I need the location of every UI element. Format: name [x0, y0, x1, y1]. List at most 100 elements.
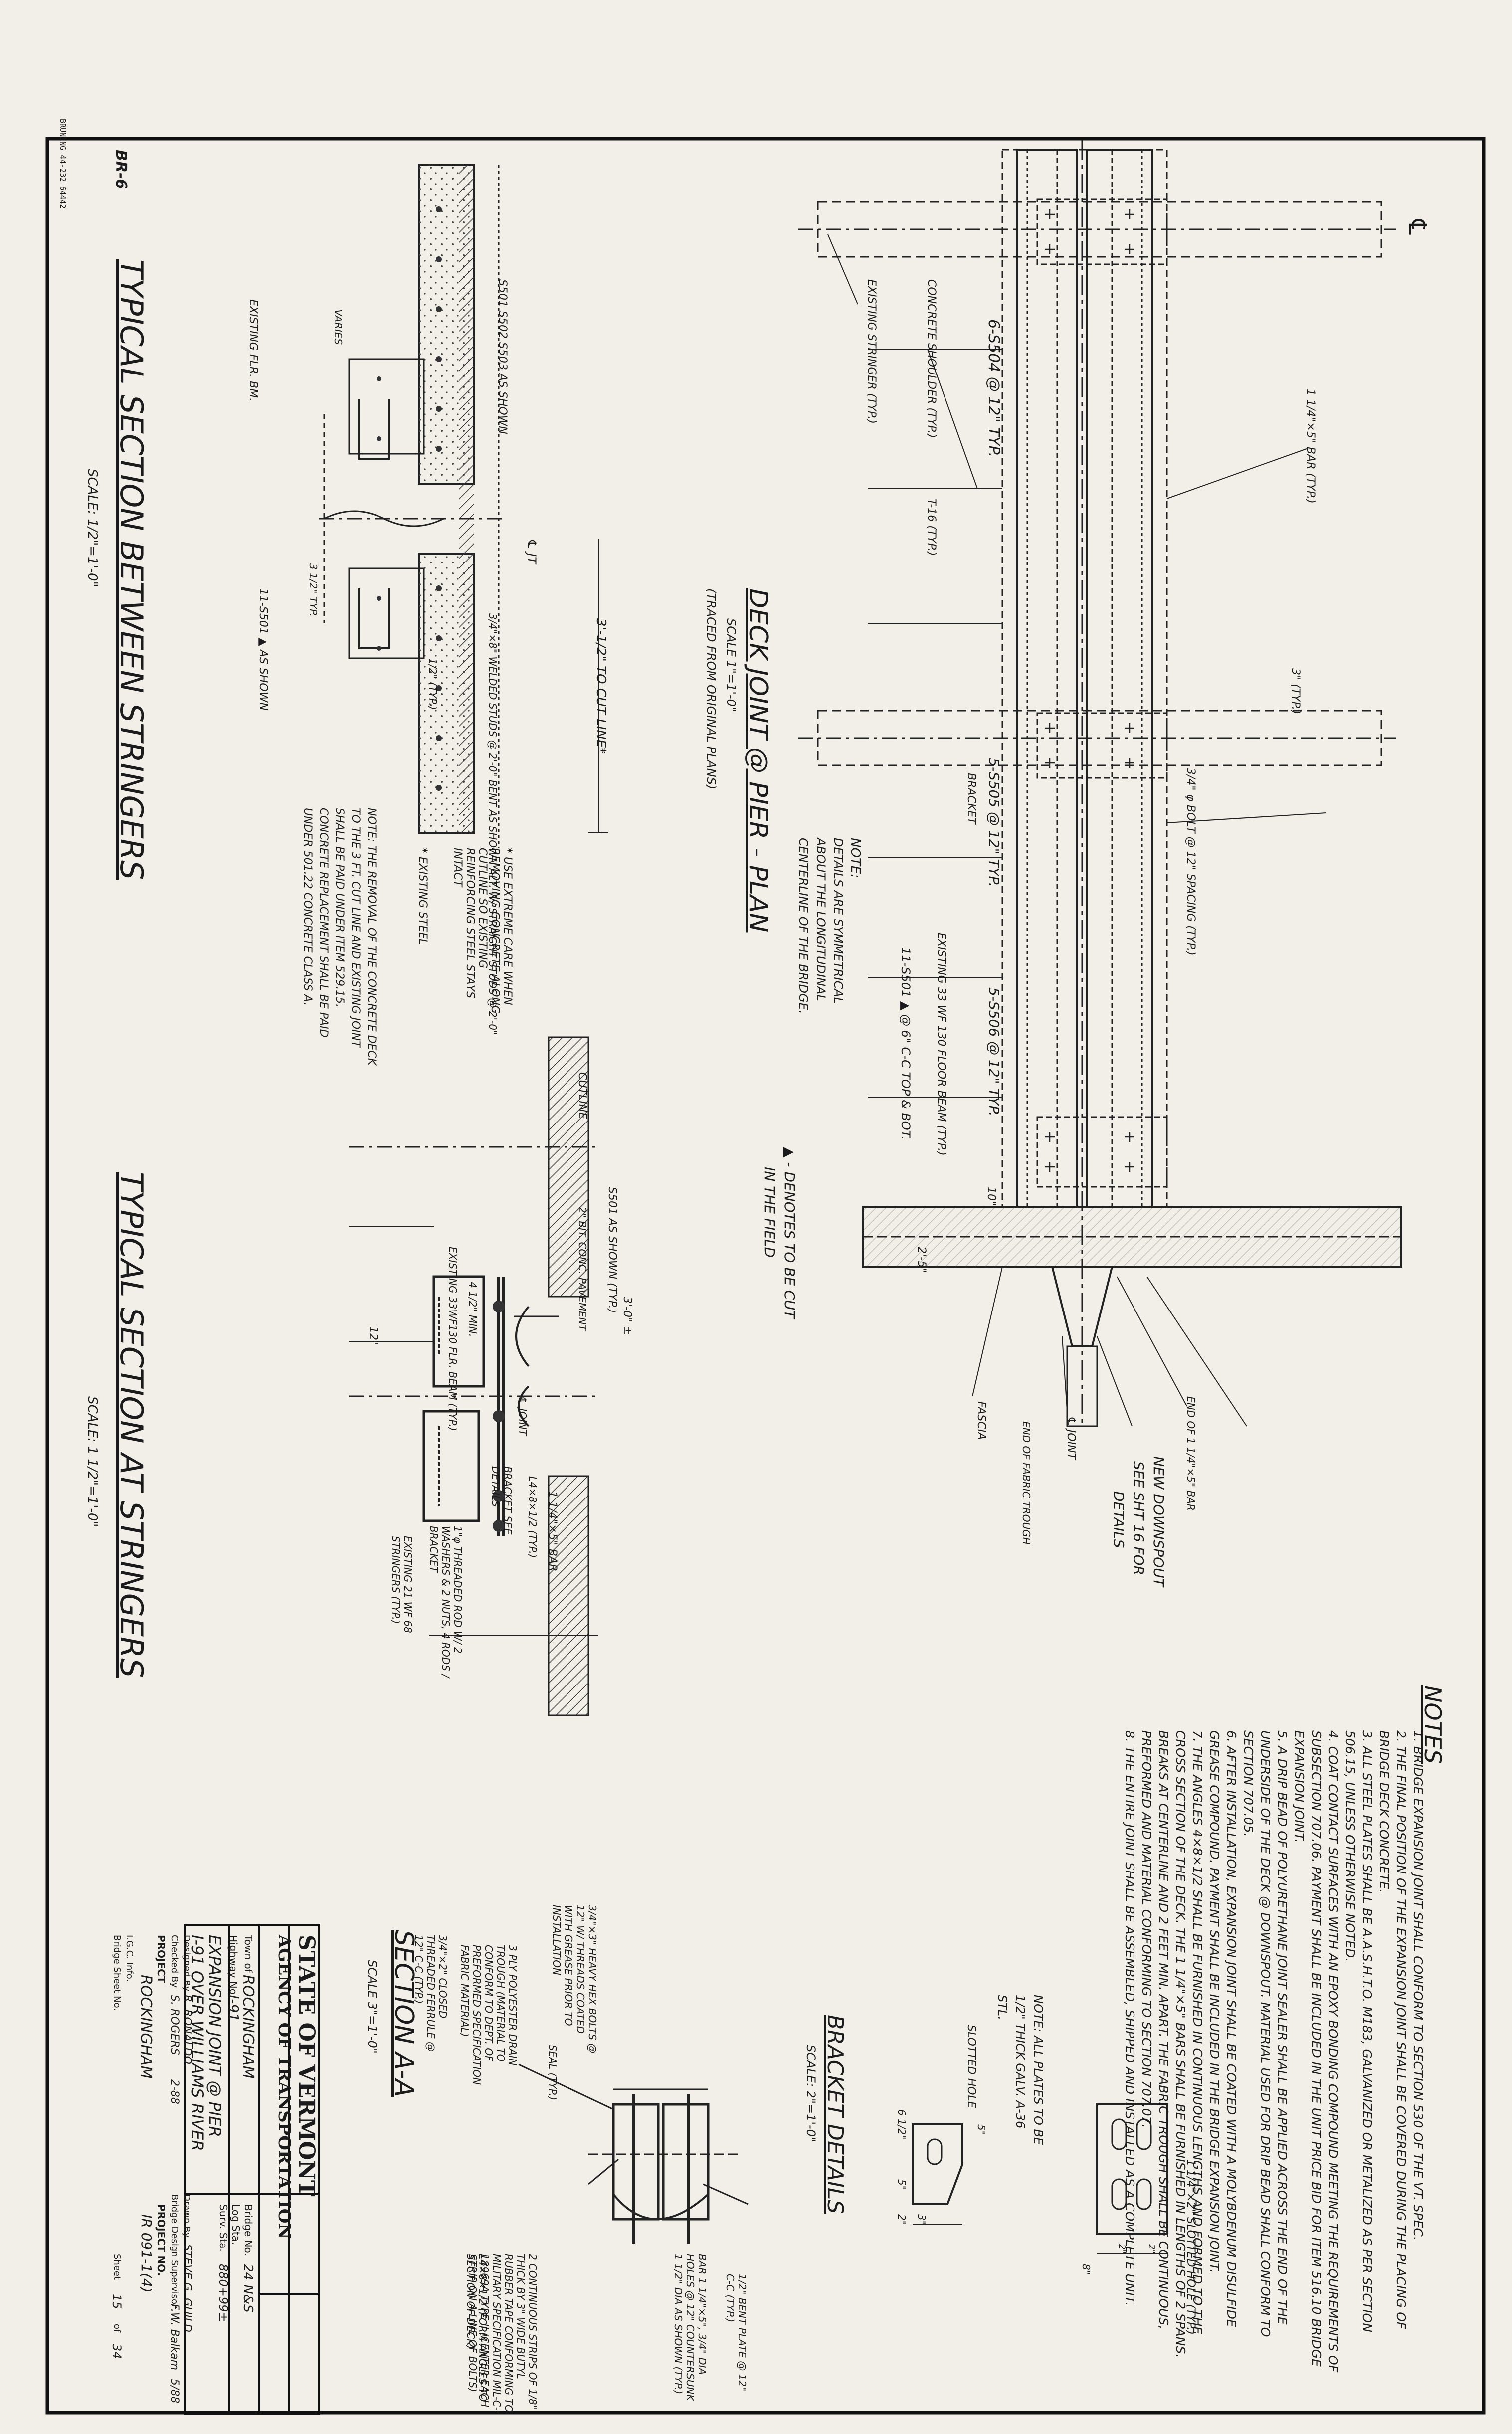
plan-denotes-2: IN THE FIELD	[761, 1167, 778, 1258]
plan-note-3: CENTERLINE OF THE BRIDGE.	[796, 838, 810, 1014]
title-section-between-stringers: TYPICAL SECTION BETWEEN STRINGERS	[113, 259, 150, 880]
label-t16: T-16 (TYP.)	[925, 499, 938, 556]
label-aa-bar: BAR 1 1/4"×5", 3/4" DIA HOLES @ 12" COUN…	[672, 2254, 708, 2401]
tb-project: ROCKINGHAM	[137, 1975, 155, 2079]
label-aa-ferrule: 3/4"×2" CLOSED THREADED FERRULE @ 12" C-…	[413, 1935, 449, 2052]
tb-highway: I-91	[225, 1995, 242, 2022]
label-s504: 6-S504 @ 12" TYP.	[985, 319, 1002, 457]
title-bracket-details: BRACKET DETAILS	[822, 2015, 848, 2214]
label-dim-10: 10"	[985, 1187, 997, 1206]
tb-supervisor: F.W. Balkam	[168, 2304, 181, 2371]
tb-surv: 880+99±	[216, 2264, 230, 2322]
plan-note-1: DETAILS ARE SYMMETRICAL	[831, 838, 845, 1004]
label-s501-left: S501 S502 S503 AS SHOWN	[496, 279, 509, 434]
tb-bridge: 24 N&S	[240, 2264, 255, 2313]
label-aa-bolts: 3/4"×3" HEAVY HEX BOLTS @ 12" W/ THREADS…	[551, 1905, 598, 2054]
tb-sheet-label: Sheet	[112, 2254, 122, 2280]
label-aa-l4x8: L4×8×1/2 (FORM ANGLES TO SECTION OF DECK…	[465, 2254, 489, 2402]
note-3: 3. ALL STEEL PLATES SHALL BE A.A.S.H.T.O…	[1343, 1730, 1374, 2332]
label-dim-3: 3" (TYP.)	[1289, 668, 1302, 715]
note-7: 7. THE ANGLES 4×8×1/2 SHALL BE FURNISHED…	[1139, 1730, 1205, 2358]
sheet-tag: BR-6	[112, 150, 130, 189]
label-existing-stringer-plan: EXISTING STRINGER (TYP.)	[865, 279, 878, 424]
label-s501-plan: 11-S501 ▲ @ 6" C-C TOP & BOT.	[899, 947, 913, 1140]
label-bar-right: 1 1/4"×5" BAR	[546, 1491, 559, 1572]
label-dim-12: 12"	[367, 1326, 379, 1346]
tb-project-no-label: PROJECT NO.	[155, 2204, 167, 2276]
label-pavement: 2" BIT. CONC. PAVEMENT	[576, 1207, 588, 1331]
bracket-dim-5: 5"	[975, 2124, 987, 2135]
label-aa-seal: SEAL (TYP.)	[547, 2045, 559, 2101]
label-l4x8: L4×8×1/2 (TYP.)	[527, 1476, 539, 1558]
bracket-details	[912, 2103, 1168, 2254]
tb-supervisor-label: Bridge Design Supervisor	[169, 2194, 180, 2308]
label-bracket-plan: BRACKET	[965, 773, 977, 824]
tb-log-label: Log Sta.	[230, 2204, 242, 2245]
tb-checked: S. ROGERS	[168, 1995, 181, 2055]
note-1: 1. BRIDGE EXPANSION JOINT SHALL CONFORM …	[1411, 1730, 1425, 2241]
label-cl-joint: ℄ JOINT	[1065, 1416, 1077, 1460]
tb-agency: AGENCY OF TRANSPORTATION	[274, 1935, 294, 2239]
tb-sheet: 15	[110, 2294, 124, 2309]
plan-denotes-1: ▲ - DENOTES TO BE CUT	[781, 1147, 798, 1319]
tb-title-1: EXPANSION JOINT @ PIER	[205, 1935, 224, 2137]
tb-date-1: 2-88	[168, 2079, 181, 2104]
label-existing-steel: * EXISTING STEEL	[416, 848, 429, 945]
scale-section-between: SCALE: 1/2"=1'-0"	[85, 469, 100, 587]
note-4: 4. COAT CONTACT SURFACES WITH AN EPOXY B…	[1292, 1730, 1340, 2373]
tb-surv-label: Surv. Sta.	[217, 2204, 229, 2252]
label-s501-right: S501 AS SHOWN (TYP.)	[606, 1187, 618, 1313]
scale-bracket-details: SCALE: 2"=1'-0"	[804, 2045, 818, 2142]
tb-state: STATE OF VERMONT	[294, 1935, 319, 2197]
label-downspout-3: DETAILS	[1111, 1491, 1127, 1548]
label-downspout-1: NEW DOWNSPOUT	[1150, 1456, 1167, 1587]
scale-section-aa: SCALE 3"=1'-0"	[365, 1960, 379, 2054]
label-end-fabric: END OF FABRIC TROUGH	[1020, 1421, 1032, 1545]
sheet-border	[45, 137, 1486, 2415]
bracket-dim-3: 3"	[916, 2214, 928, 2225]
bracket-dim-8: 8"	[1080, 2264, 1092, 2275]
bruning-stamp: BRUNING 44-232 64442	[58, 119, 67, 209]
label-s506: 5-S506 @ 12" TYP.	[986, 987, 1002, 1117]
label-floor-beam: EXISTING 33 WF 130 FLOOR BEAM (TYP.)	[935, 933, 947, 1156]
tb-town-label: Town of	[242, 1935, 254, 1973]
tb-highway-label: Highway No.	[227, 1935, 239, 1998]
tb-bridge-sheet-label: Bridge Sheet No.	[112, 1935, 122, 2011]
label-existing-stringers: EXISTING 21 WF 68 STRINGERS (TYP.)	[390, 1536, 414, 1633]
notes-block: 1. BRIDGE EXPANSION JOINT SHALL CONFORM …	[1121, 1730, 1426, 2379]
label-dim-312: 3 1/2" TYP.	[307, 563, 319, 617]
bracket-dim-5b: 5"	[896, 2179, 908, 2190]
section-at-stringers	[349, 1036, 598, 1716]
label-aa-polyester: 3 PLY POLYESTER DRAIN TROUGH (MATERIAL T…	[459, 1945, 519, 2085]
label-s501-bottom: 11-S501 ▲ AS SHOWN	[257, 588, 269, 711]
plan-note-head: NOTE:	[848, 838, 863, 878]
scale-section-at: SCALE: 1 1/2"=1'-0"	[85, 1396, 100, 1527]
deck-joint-plan	[798, 140, 1402, 1427]
tb-project-label: PROJECT	[155, 1935, 167, 1983]
tb-project-no: IR 091-1(4)	[138, 2214, 155, 2293]
subtitle-deck-joint: (TRACED FROM ORIGINAL PLANS)	[704, 588, 718, 790]
label-cl-jt: ℄ JT	[525, 539, 539, 564]
label-varies: VARIES	[332, 309, 344, 345]
label-threaded-rod: 1"φ THREADED ROD W/ 2 WASHERS & 2 NUTS, …	[428, 1526, 464, 1678]
section-between-stringers	[319, 164, 608, 848]
bracket-dim-612: 6 1/2"	[896, 2109, 908, 2140]
note-2: 2. THE FINAL POSITION OF THE EXPANSION J…	[1377, 1730, 1408, 2329]
title-deck-joint-plan: DECK JOINT @ PIER - PLAN	[743, 588, 773, 933]
tb-date-2: 5/88	[168, 2379, 181, 2404]
section-aa	[518, 2063, 749, 2244]
tb-drawn: STEVE G. GUILD	[181, 2244, 193, 2333]
label-existing-flr-bm: EXISTING FLR. BM.	[247, 299, 259, 402]
scale-deck-joint: SCALE 1"=1'-0"	[724, 618, 738, 712]
tb-designed-label: Designed By	[182, 1935, 192, 1992]
bracket-dim-2: 2"	[896, 2214, 908, 2225]
note-6: 6. AFTER INSTALLATION, EXPANSION JOINT S…	[1207, 1730, 1239, 2327]
tb-of-label: of	[112, 2324, 122, 2333]
label-use-extreme: * USE EXTREME CARE WHEN REMOVING CONCRET…	[451, 848, 514, 1014]
label-slotted-hole: SLOTTED HOLE	[965, 2025, 977, 2108]
tb-checked-label: Checked By	[169, 1935, 180, 1988]
label-s505: 5-S505 @ 12" TYP.	[986, 758, 1002, 887]
label-concrete-shoulder: CONCRETE SHOULDER (TYP.)	[925, 279, 938, 438]
tb-bridge-label: Bridge No.	[242, 2204, 254, 2256]
